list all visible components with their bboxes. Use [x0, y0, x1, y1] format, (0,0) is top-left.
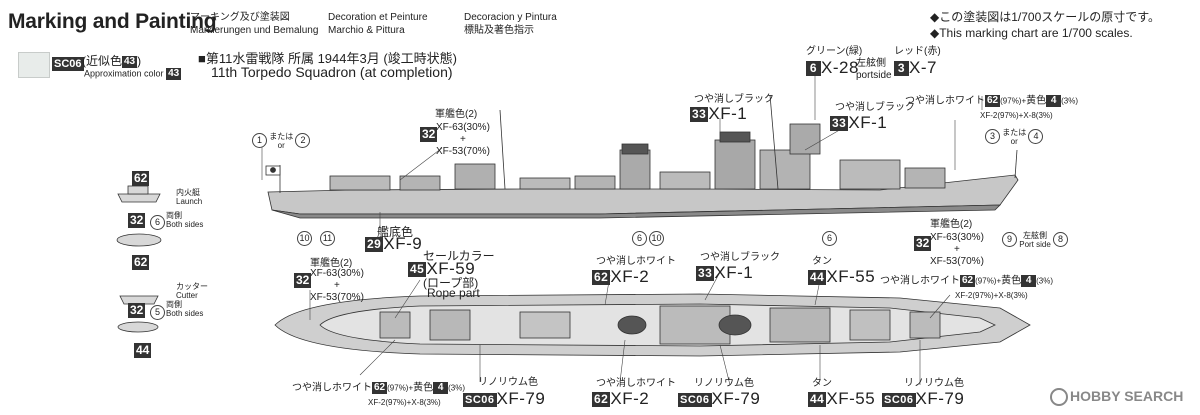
lino-label-3: リノリウム色 — [904, 378, 964, 389]
bottom-color-label: 艦底色 — [377, 225, 414, 239]
plan-fw-mix-code-bottom: XF-2(97%)+X-8(3%) — [368, 398, 441, 407]
marker-10: 10 — [649, 231, 664, 246]
green-label: グリーン(緑) — [806, 46, 863, 57]
plan-flat-white-label: つや消しホワイト — [596, 256, 676, 267]
marker-10-left: 10 — [297, 231, 312, 246]
launch-bottom-color: 62 — [132, 255, 150, 271]
plan-hull-color-label: 軍艦色(2) — [310, 258, 353, 269]
ship-profile — [265, 94, 1019, 219]
page-title: Marking and Painting — [8, 10, 217, 33]
subtitle-zh: 標貼及著色指示 — [464, 25, 534, 36]
plan-hull-mix: XF-63(30%) + XF-53(70%) — [310, 268, 364, 303]
sail-color-label: セールカラー — [423, 249, 495, 263]
red-label: レッド(赤) — [894, 46, 941, 57]
flat-black-label-1: つや消しブラック — [694, 94, 774, 105]
plan-flat-black-label: つや消しブラック — [700, 252, 780, 263]
plan-flat-white-label-2: つや消しホワイト — [596, 378, 676, 389]
ship-plan — [274, 293, 1031, 357]
subtitle-fr: Decoration et Peinture — [328, 12, 428, 23]
plan-tan-label-2: タン — [812, 378, 832, 389]
subtitle-es: Decoracion y Pintura — [464, 12, 557, 23]
hull-color-label-2: 軍艦色(2) — [930, 219, 973, 230]
subtitle-ja: マーキング及び塗装図 — [190, 12, 290, 23]
plan-fw-mix-code: XF-2(97%)+X-8(3%) — [955, 291, 1028, 300]
marker-11: 11 — [320, 231, 335, 246]
launch-circle: 6 — [150, 212, 165, 230]
scale-note-en: ◆This marking chart are 1/700 scales. — [930, 26, 1133, 40]
cutter-circle: 5 — [150, 302, 165, 320]
plan-tan-label: タン — [812, 256, 832, 267]
watermark-logo-icon — [1050, 388, 1068, 407]
lino-label-1: リノリウム色 — [478, 377, 538, 388]
unit-ja: ■第11水雷戦隊 所属 1944年3月 (竣工時状態) — [198, 51, 457, 66]
flat-black-label-2: つや消しブラック — [835, 102, 915, 113]
hull-color-label: 軍艦色(2) — [435, 109, 478, 120]
lino-label-2: リノリウム色 — [694, 378, 754, 389]
subtitle-it: Marchio & Pittura — [328, 25, 405, 36]
launch-side-color: 32 — [128, 213, 146, 229]
swatch-code: SC06 — [52, 56, 84, 71]
unit-en: 11th Torpedo Squadron (at completion) — [211, 64, 453, 80]
cutter-bottom-color: 44 — [134, 343, 152, 359]
subtitle-de: Markierungen und Bemalung — [190, 25, 319, 36]
rope-part-en: Rope part — [427, 286, 480, 300]
marker-6: 6 — [632, 231, 647, 246]
hull-mix: XF-63(30%) + XF-53(70%) — [436, 122, 490, 157]
cutter-side-color: 32 — [128, 303, 146, 319]
color-swatch — [18, 52, 50, 78]
hull-color-num: 32 — [420, 127, 438, 143]
hull-mix-2: XF-63(30%) + XF-53(70%) — [930, 232, 984, 267]
flat-white-mix-code: XF-2(97%)+X-8(3%) — [980, 111, 1053, 120]
rope-part-ja: (ロープ部) — [423, 276, 479, 290]
watermark: HOBBY SEARCH — [1050, 388, 1183, 407]
boat-drawings — [116, 185, 162, 333]
launch-color: 62 — [132, 171, 150, 187]
marker-6-fwd: 6 — [822, 231, 837, 246]
scale-note-ja: ◆この塗装図は1/700スケールの原寸です。 — [930, 10, 1161, 24]
hull-color-num-2: 32 — [914, 236, 932, 252]
swatch-label-en: Approximation color 43 — [84, 68, 182, 80]
plan-hull-num: 32 — [294, 273, 312, 289]
